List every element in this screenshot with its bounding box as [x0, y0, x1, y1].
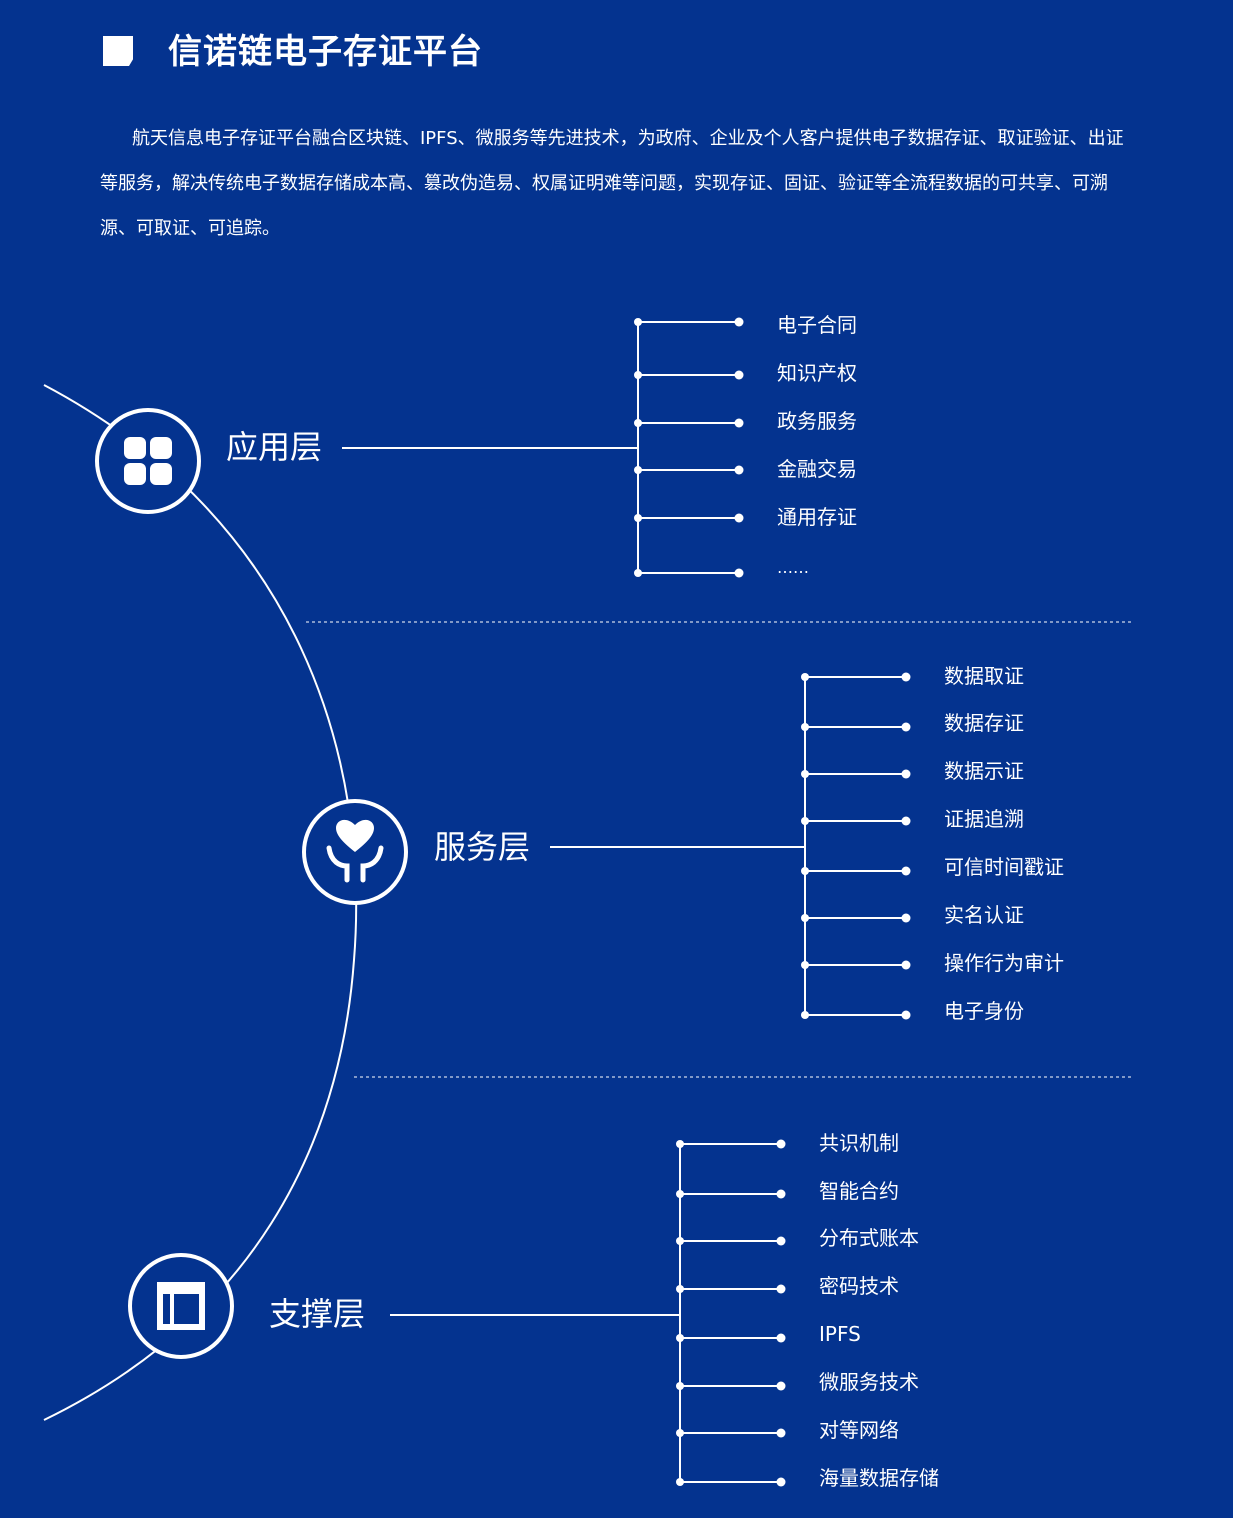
- layer-node-application: [95, 408, 201, 514]
- layer-node-service: [302, 799, 408, 905]
- support-item: 分布式账本: [819, 1226, 919, 1250]
- support-item: 海量数据存储: [819, 1466, 939, 1490]
- service-item: 电子身份: [944, 999, 1024, 1023]
- support-item: 智能合约: [819, 1179, 899, 1203]
- layer-label-support: 支撑层: [269, 1295, 366, 1333]
- layer-node-support: [128, 1253, 234, 1359]
- layer-label-application: 应用层: [226, 428, 323, 466]
- support-item: 密码技术: [819, 1274, 899, 1298]
- hands-heart-icon: [326, 819, 384, 883]
- support-item: 共识机制: [819, 1131, 899, 1155]
- layout-icon: [157, 1282, 205, 1330]
- support-item: 对等网络: [819, 1418, 899, 1442]
- application-item: 金融交易: [777, 457, 857, 481]
- service-item: 可信时间戳证: [944, 855, 1064, 879]
- support-item: IPFS: [819, 1322, 861, 1346]
- service-item: 实名认证: [944, 903, 1024, 927]
- service-item: 数据示证: [944, 759, 1024, 783]
- service-item: 证据追溯: [944, 807, 1024, 831]
- layer-label-service: 服务层: [434, 828, 531, 866]
- application-item: 政务服务: [777, 409, 857, 433]
- application-branches: [342, 317, 744, 578]
- service-branches: [550, 672, 911, 1020]
- application-item: 知识产权: [777, 361, 857, 385]
- support-branches: [390, 1139, 786, 1487]
- application-item-ellipsis: ……: [777, 558, 809, 577]
- service-item: 操作行为审计: [944, 951, 1064, 975]
- support-item: 微服务技术: [819, 1370, 919, 1394]
- application-item: 电子合同: [777, 313, 857, 337]
- service-item: 数据存证: [944, 711, 1024, 735]
- intro-paragraph: 航天信息电子存证平台融合区块链、IPFS、微服务等先进技术，为政府、企业及个人客…: [100, 128, 1124, 239]
- page-title: 信诺链电子存证平台: [168, 32, 483, 72]
- service-item: 数据取证: [944, 664, 1024, 688]
- application-item: 通用存证: [777, 505, 857, 529]
- title-marker-icon: [103, 36, 135, 68]
- grid-icon: [124, 437, 172, 485]
